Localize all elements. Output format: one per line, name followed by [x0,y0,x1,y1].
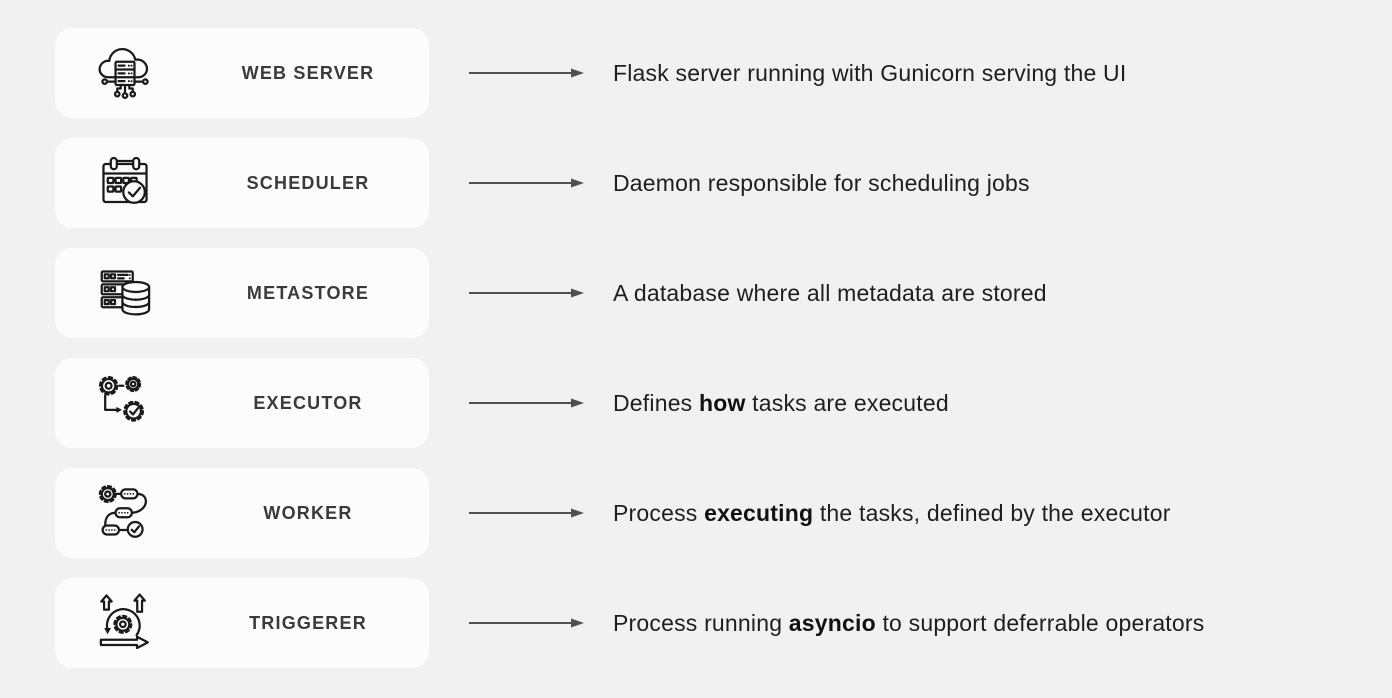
component-description: Process running asyncio to support defer… [613,609,1205,636]
component-description: A database where all metadata are stored [613,279,1047,306]
component-row-scheduler: SCHEDULER Daemon responsible for schedul… [55,138,1392,228]
component-card-worker: WORKER [55,468,429,558]
sprint-gear-icon [93,591,157,655]
component-card-scheduler: SCHEDULER [55,138,429,228]
component-description: Flask server running with Gunicorn servi… [613,59,1127,86]
component-label: METASTORE [246,282,370,303]
component-card-triggerer: TRIGGERER [55,578,429,668]
component-label: WEB SERVER [241,62,375,83]
component-description: Defines how tasks are executed [613,389,949,416]
component-row-worker: WORKER Process executing the tasks, defi… [55,468,1392,558]
calendar-check-icon [93,151,157,215]
airflow-components-diagram: WEB SERVER Flask server running with Gun… [55,28,1392,668]
component-row-executor: EXECUTOR Defines how tasks are executed [55,358,1392,448]
component-card-metastore: METASTORE [55,248,429,338]
arrow-icon [469,288,584,298]
component-label: WORKER [263,502,353,523]
gears-flow-icon [93,371,157,435]
arrow-icon [469,398,584,408]
component-description: Daemon responsible for scheduling jobs [613,169,1030,196]
arrow-icon [469,68,584,78]
component-description: Process executing the tasks, defined by … [613,499,1171,526]
component-label: EXECUTOR [253,392,363,413]
component-row-triggerer: TRIGGERER Process running asyncio to sup… [55,578,1392,668]
component-card-web-server: WEB SERVER [55,28,429,118]
component-card-executor: EXECUTOR [55,358,429,448]
component-label: SCHEDULER [246,172,370,193]
component-label: TRIGGERER [249,612,367,633]
gear-pipeline-icon [93,481,157,545]
component-row-metastore: METASTORE A database where all metadata … [55,248,1392,338]
arrow-icon [469,618,584,628]
database-server-icon [93,261,157,325]
component-row-web-server: WEB SERVER Flask server running with Gun… [55,28,1392,118]
arrow-icon [469,508,584,518]
arrow-icon [469,178,584,188]
cloud-server-icon [93,41,157,105]
